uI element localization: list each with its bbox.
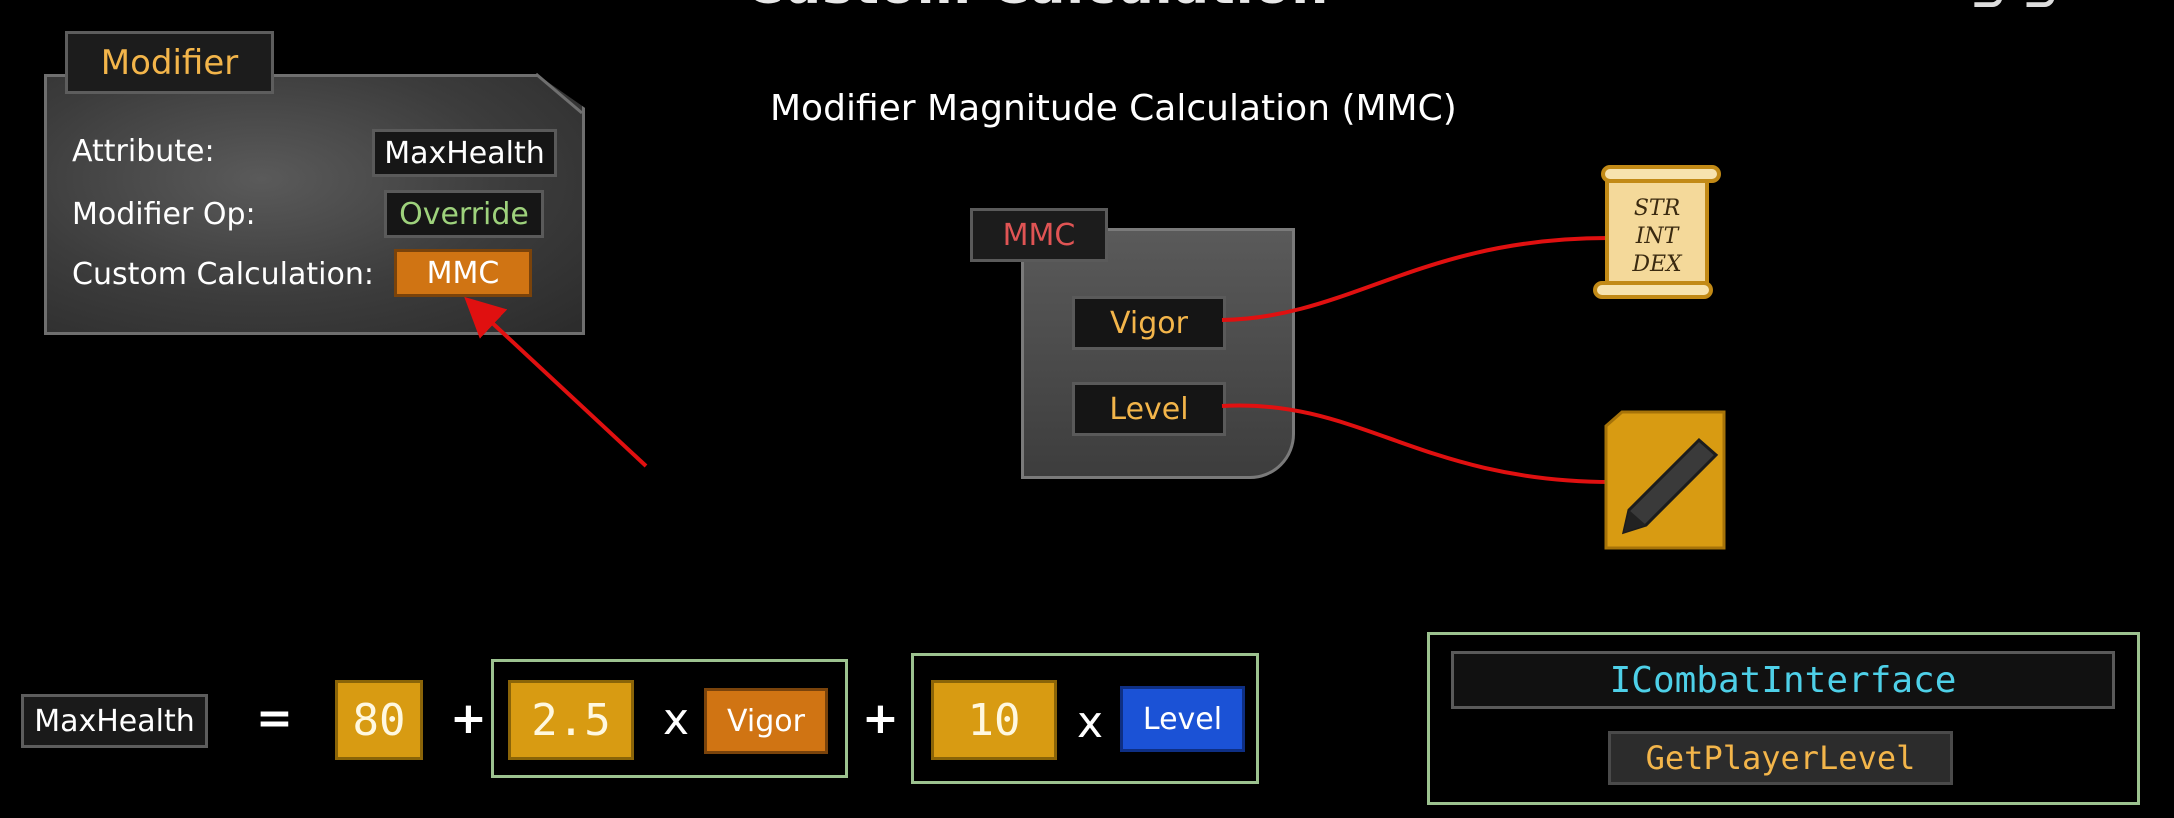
modifier-op-label: Modifier Op: (72, 197, 256, 232)
level-connector (1221, 403, 1613, 484)
level-term-frame (911, 653, 1259, 784)
scroll-line-dex: DEX (1631, 252, 1683, 277)
interface-function: GetPlayerLevel (1608, 731, 1953, 785)
mmc-tab: MMC (970, 208, 1108, 262)
custom-calc-value: MMC (394, 249, 532, 297)
modifier-op-value: Override (384, 190, 544, 238)
interface-name: ICombatInterface (1451, 651, 2115, 709)
attribute-value: MaxHealth (372, 129, 557, 177)
mmc-vigor: Vigor (1072, 296, 1226, 350)
scroll-line-int: INT (1635, 224, 1681, 249)
mmc-title: Modifier Magnitude Calculation (MMC) (770, 88, 1457, 129)
formula-coef-2: 10 (931, 680, 1057, 760)
modifier-tab: Modifier (65, 31, 274, 94)
formula-times-2: x (1077, 697, 1104, 748)
mmc-panel (1021, 228, 1295, 479)
formula-var-vigor: Vigor (704, 688, 828, 754)
vigor-term-frame (491, 659, 848, 778)
red-arrow (464, 296, 648, 468)
mmc-level: Level (1072, 382, 1226, 436)
custom-calc-label: Custom Calculation: (72, 257, 374, 292)
formula-plus-1: + (450, 693, 487, 744)
formula-times-1: x (663, 694, 690, 745)
attribute-label: Attribute: (72, 134, 215, 169)
formula-equals: = (256, 693, 293, 744)
scroll-icon: STR INT DEX (1593, 165, 1721, 299)
page-title: Custom Calculation (745, 0, 1329, 16)
interface-frame (1427, 632, 2140, 805)
scroll-line-str: STR (1634, 196, 1680, 221)
vigor-connector (1221, 236, 1609, 322)
formula-var-level: Level (1120, 686, 1245, 752)
formula-result: MaxHealth (21, 694, 208, 748)
formula-plus-2: + (862, 693, 899, 744)
note-pencil-icon (1604, 410, 1726, 550)
formula-coef-1: 2.5 (508, 680, 634, 760)
formula-base: 80 (335, 680, 423, 760)
corner-glyph: ⊃ ⊃ (1970, 0, 2059, 21)
